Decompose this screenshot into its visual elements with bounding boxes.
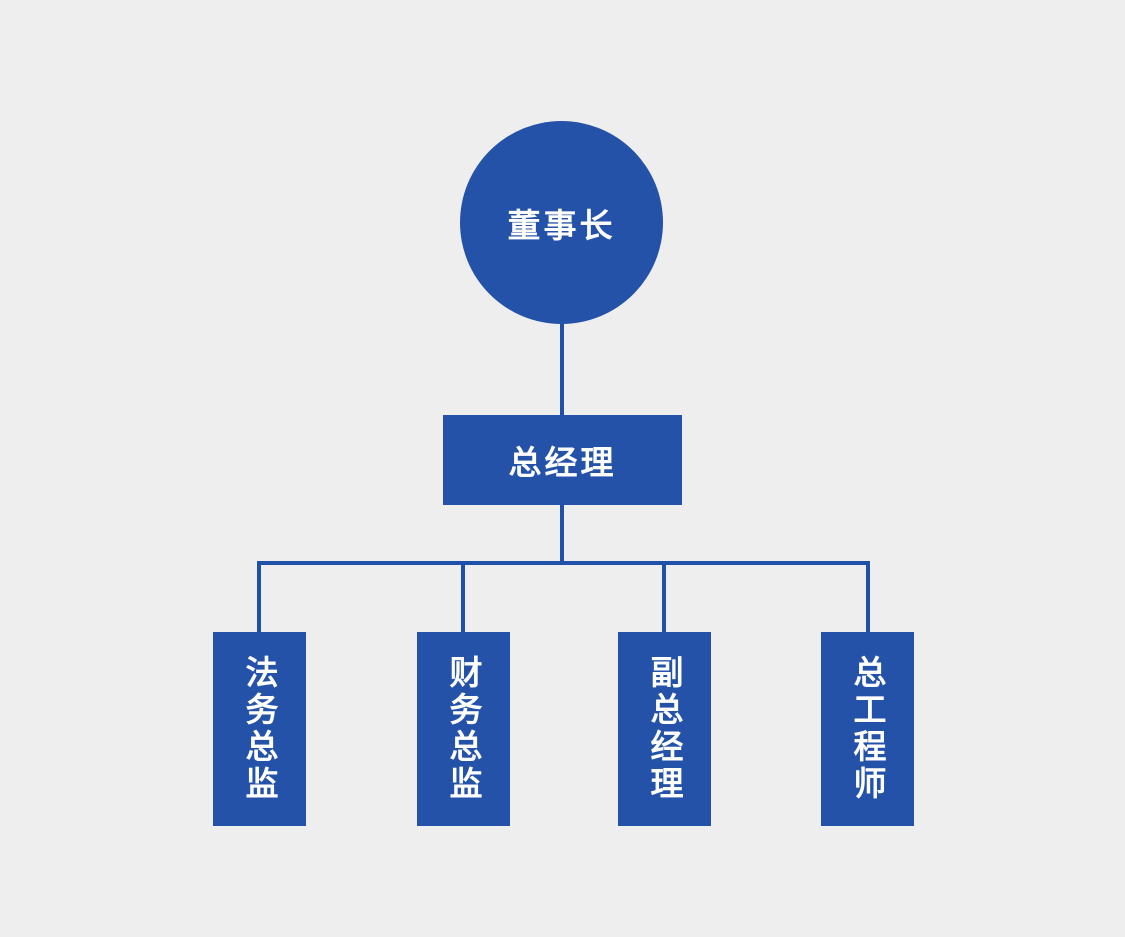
node-chief-engineer[interactable]: 总工程师: [821, 632, 914, 826]
node-chairman-label: 董事长: [507, 206, 616, 244]
node-deputy-general-manager[interactable]: 副总经理: [618, 632, 711, 826]
connector-root-to-manager: [560, 320, 564, 416]
connector-manager-to-bus: [560, 505, 564, 565]
node-general-manager[interactable]: 总经理: [443, 415, 682, 505]
node-general-manager-label: 总经理: [508, 444, 617, 481]
node-finance-director-label: 财务总监: [445, 655, 482, 803]
connector-horizontal-bus: [257, 561, 870, 565]
node-finance-director[interactable]: 财务总监: [417, 632, 510, 826]
node-legal-director[interactable]: 法务总监: [213, 632, 306, 826]
node-deputy-general-manager-label: 副总经理: [646, 655, 683, 803]
node-legal-director-label: 法务总监: [241, 655, 278, 803]
connector-bus-to-deputy-gm: [662, 561, 666, 632]
connector-bus-to-finance-director: [461, 561, 465, 632]
node-chief-engineer-label: 总工程师: [849, 655, 886, 803]
connector-bus-to-legal-director: [257, 561, 261, 632]
node-chairman[interactable]: 董事长: [460, 121, 663, 324]
connector-bus-to-chief-engineer: [866, 561, 870, 632]
